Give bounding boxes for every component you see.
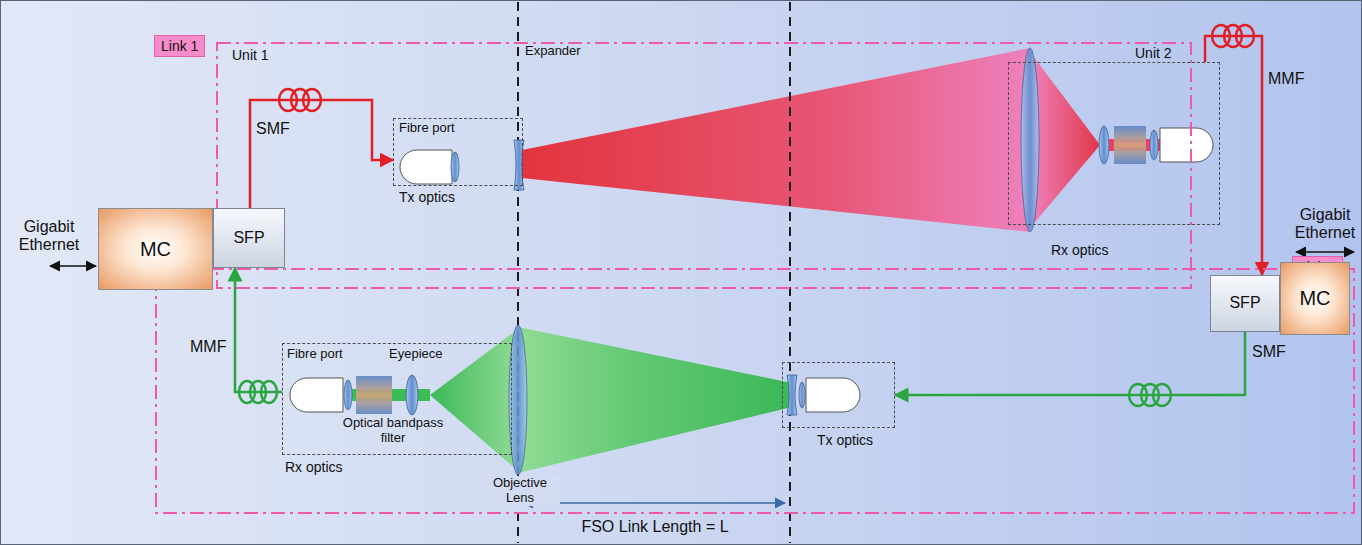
fibre-coil <box>239 381 1171 406</box>
red-beam <box>522 48 1030 232</box>
region-outline <box>216 42 1192 289</box>
rx-optics-box: Fibre port EyepieceOptical bandpass filte… <box>282 343 512 455</box>
rx-optics-unit1 <box>344 380 352 410</box>
region-outline <box>217 43 1191 288</box>
tx-optics-unit2 <box>787 375 797 415</box>
fibre-connector <box>250 100 393 208</box>
link-tag: Link 1 <box>154 35 205 57</box>
link-boundary-line <box>518 2 790 543</box>
fibre-connector <box>235 268 282 392</box>
fibre-label: MMF <box>190 338 226 356</box>
green-beam <box>345 327 792 473</box>
sfp-module: SFP <box>213 208 285 268</box>
rx-optics-unit2 <box>1114 126 1146 164</box>
tx-optics-unit1 <box>451 152 459 182</box>
media-converter: MC <box>1280 262 1350 335</box>
device-label: SFP <box>233 229 264 247</box>
part-label: Objective Lens <box>480 476 560 506</box>
link-region: Link 2Fibre portEyepieceOptical bandpass… <box>155 268 1355 514</box>
tx-optics-box: Fibre portTx optics <box>393 118 523 186</box>
link-region: Link 1Fibre portTx opticsRx optics <box>216 42 1192 289</box>
rx-optics-unit2 <box>1160 128 1213 162</box>
device-label: MC <box>140 238 171 261</box>
device-label: MC <box>1299 287 1330 310</box>
ethernet-arrow <box>50 265 96 267</box>
region-outline <box>156 269 1354 513</box>
length-arrow <box>523 502 785 504</box>
group-label: Rx optics <box>1051 242 1109 258</box>
fibre-coil <box>279 25 1254 111</box>
tx-optics-unit2 <box>799 382 805 408</box>
tx-optics-box: Tx optics <box>782 362 895 428</box>
media-converter: MC <box>98 208 213 290</box>
fibre-connector <box>1205 36 1262 275</box>
rx-optics-unit1 <box>290 378 343 412</box>
green-beam <box>518 327 792 473</box>
group-label: Tx optics <box>817 432 873 448</box>
part-label: Fibre port <box>399 121 455 136</box>
interface-label: Gigabit Ethernet <box>2 218 96 255</box>
fibre-label: SMF <box>256 120 290 138</box>
tx-optics-unit1 <box>400 150 452 184</box>
group-label: Tx optics <box>399 189 455 205</box>
link-boundary-line <box>789 2 791 543</box>
rx-optics-unit2 <box>1021 48 1039 232</box>
tx-optics-unit2 <box>806 378 860 412</box>
unit-label: Unit 1 <box>232 47 269 63</box>
green-beam <box>430 329 518 471</box>
rx-optics-unit1 <box>356 376 392 414</box>
part-label: Expander <box>525 44 581 59</box>
fibre-label: MMF <box>1268 70 1304 88</box>
interface-label: Gigabit Ethernet <box>1290 206 1360 243</box>
rx-optics-unit2 <box>1021 48 1213 232</box>
ethernet-arrow <box>1296 251 1354 253</box>
length-arrow <box>523 502 785 504</box>
tx-optics-unit1 <box>400 140 524 190</box>
fibre-coil <box>239 25 1254 406</box>
unit-label: Unit 2 <box>1135 45 1172 61</box>
part-label: Optical bandpass filter <box>341 416 445 446</box>
red-beam <box>1030 52 1100 228</box>
red-beam <box>522 48 1160 232</box>
part-label: Fibre port <box>287 347 343 362</box>
fibre-connector <box>895 332 1245 395</box>
group-label: Rx optics <box>285 459 343 475</box>
fibre-label: SMF <box>1252 343 1286 361</box>
rx-optics-unit2 <box>1099 126 1109 164</box>
rx-optics-unit2 <box>1150 130 1158 160</box>
region-outline <box>155 268 1355 514</box>
tx-optics-unit2 <box>787 375 860 415</box>
rx-optics-unit1 <box>406 375 418 415</box>
device-label: SFP <box>1229 294 1260 312</box>
sfp-module: SFP <box>1210 275 1280 332</box>
part-label: Eyepiece <box>389 347 442 362</box>
rx-optics-box: Rx optics <box>1008 62 1220 225</box>
dimension-label: FSO Link Length = L <box>560 518 750 536</box>
